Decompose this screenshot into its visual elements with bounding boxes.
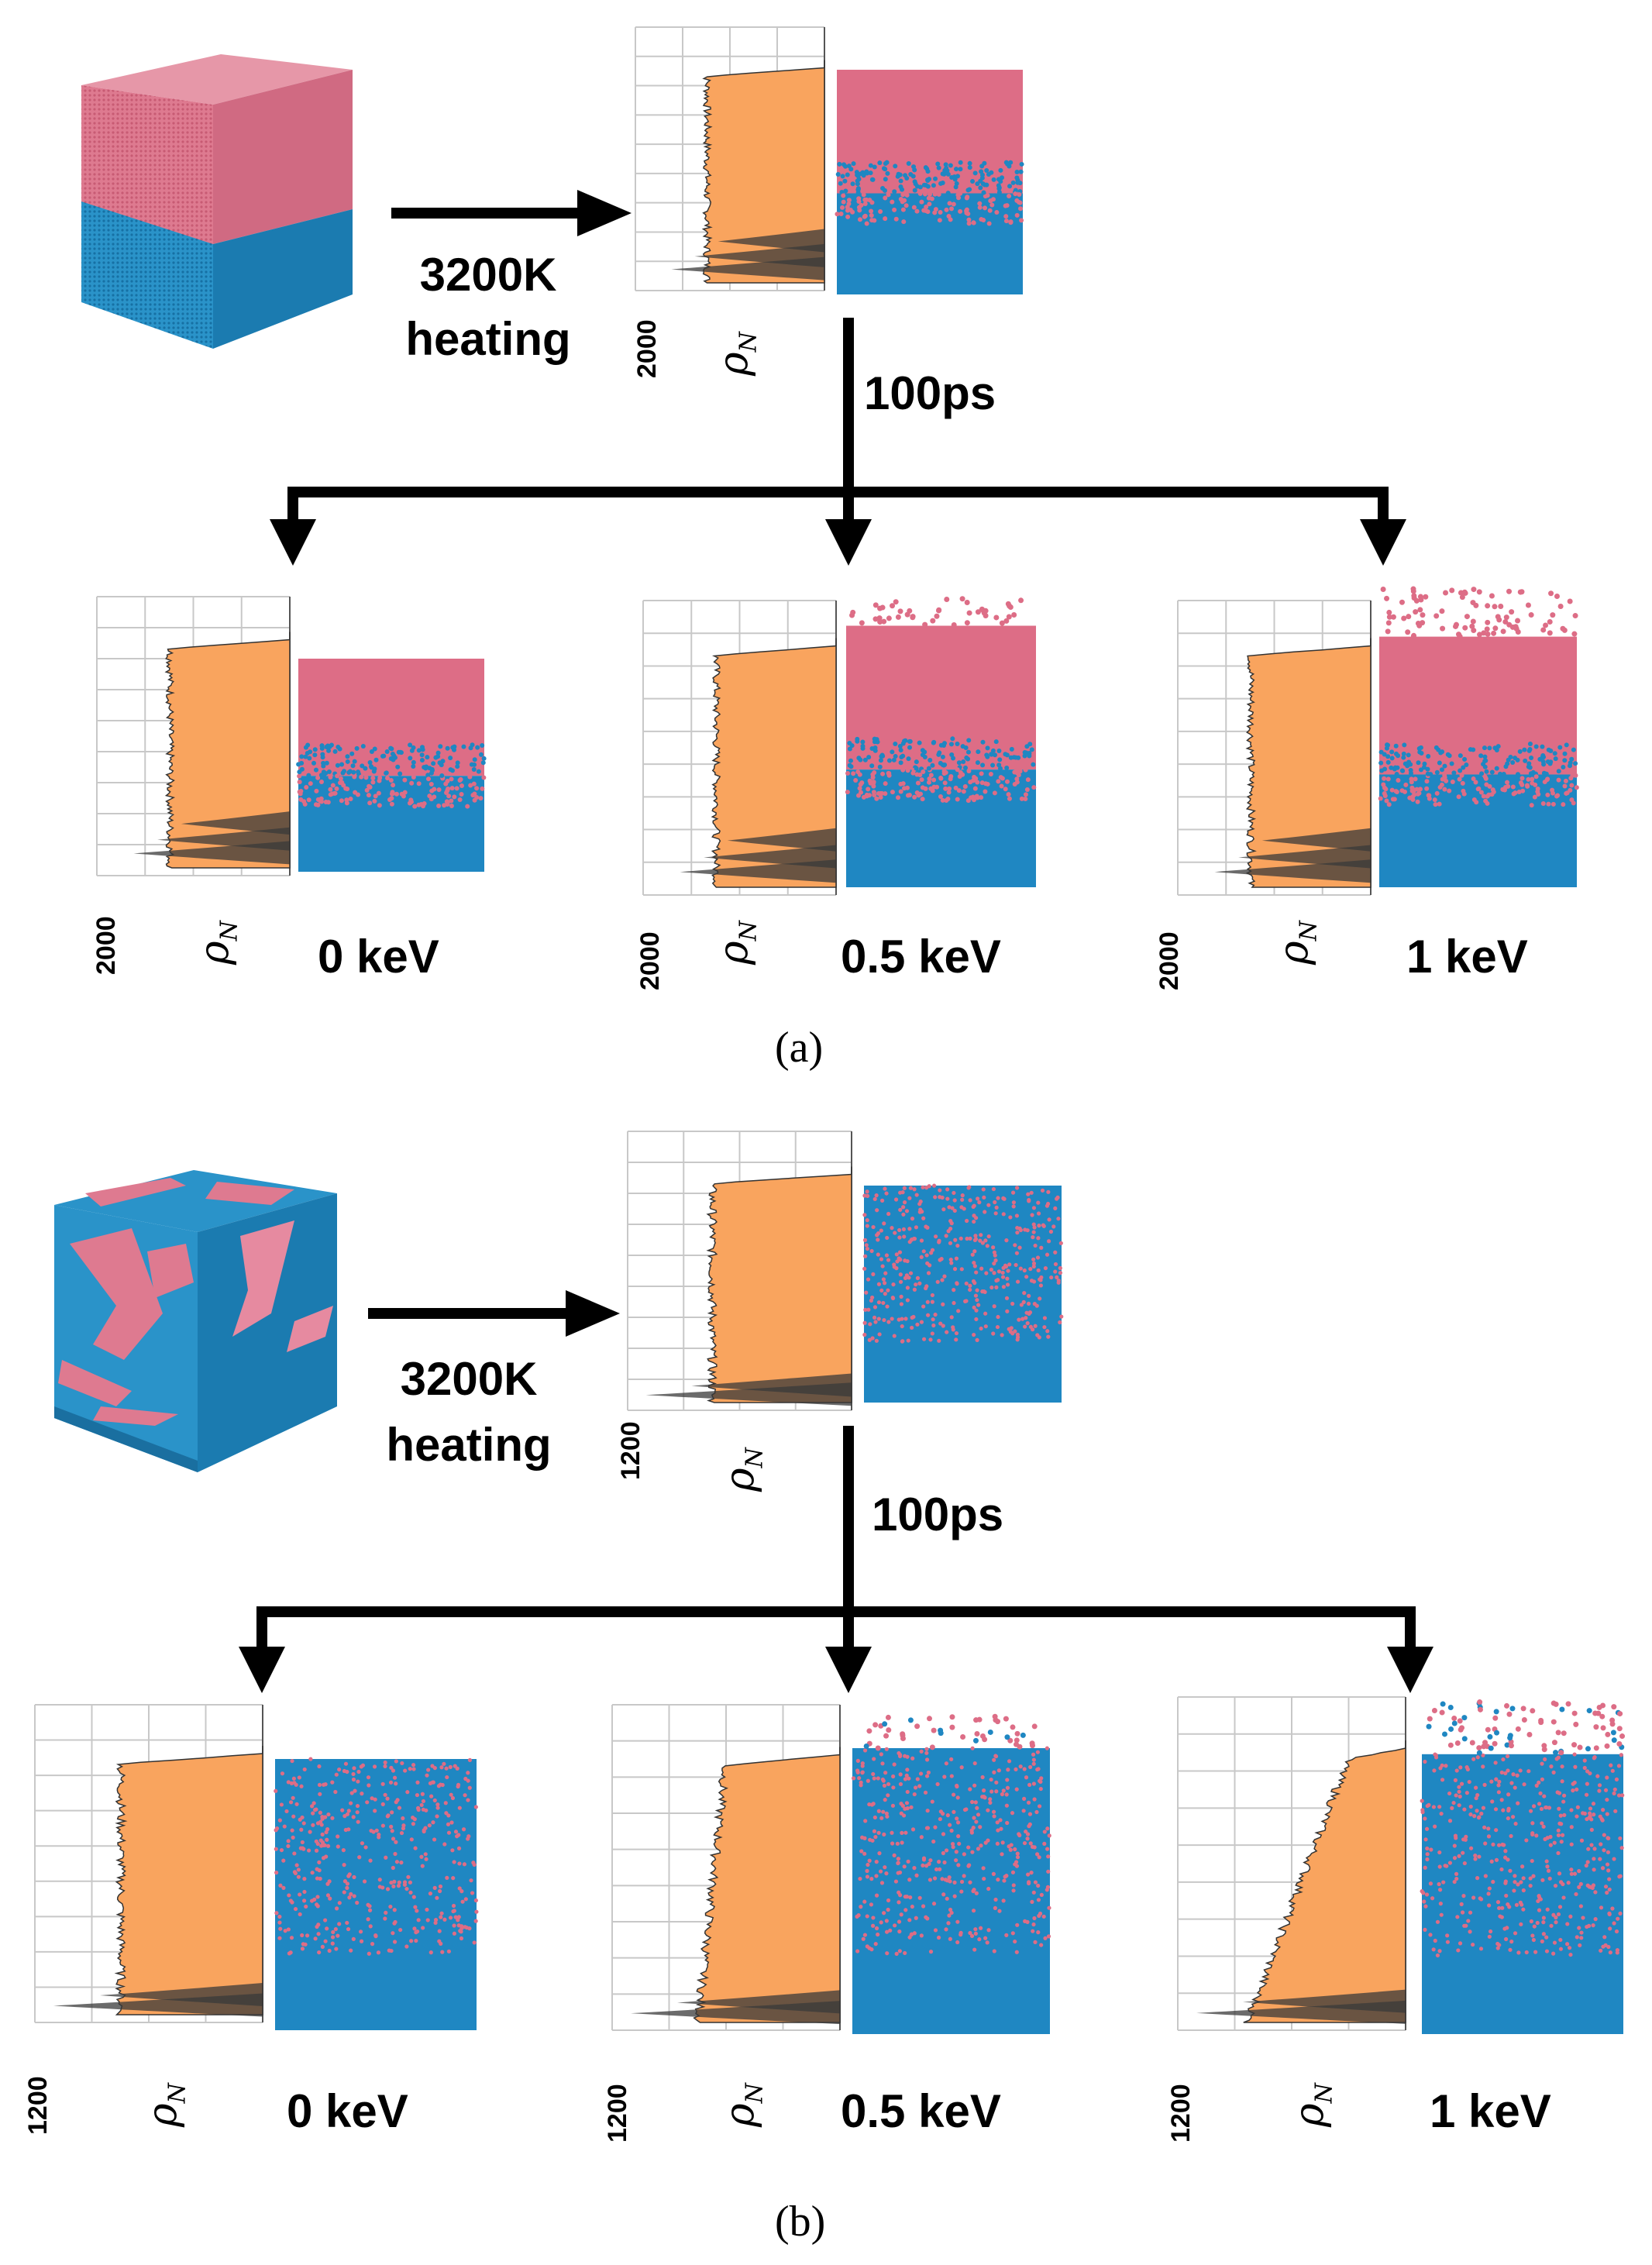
snapshot-05kev-a <box>845 596 1037 887</box>
density-plot-05kev-b <box>611 1704 845 2038</box>
density-plot-1kev-b <box>1177 1696 1410 2038</box>
tick-label-0kev-b: 1200 <box>23 2076 53 2135</box>
tick-label-0kev-a: 2000 <box>91 916 121 975</box>
heating-label-line1-b: 3200K <box>400 1353 538 1405</box>
snapshot-1kev-b <box>1420 1699 1626 2034</box>
snapshot-top-b <box>862 1183 1064 1403</box>
rho-label-1kev-b: ρN <box>1286 2083 1338 2127</box>
rho-label-05kev-a: ρN <box>711 921 762 965</box>
rho-label-05kev-b: ρN <box>717 2083 769 2127</box>
heating-arrow-a <box>391 190 632 236</box>
snapshot-top-a <box>835 70 1024 294</box>
heating-label-line2-a: heating <box>405 313 571 365</box>
rho-label-0kev-a: ρN <box>191 921 243 965</box>
snapshot-0kev-b <box>274 1757 479 2030</box>
cube-patterned-b <box>54 1170 337 1472</box>
energy-label-05kev-b: 0.5 keV <box>841 2085 1001 2137</box>
snapshot-0kev-a <box>296 659 487 872</box>
snapshot-05kev-b <box>851 1713 1051 2034</box>
tick-label-05kev-b: 1200 <box>603 2084 632 2143</box>
energy-label-05kev-a: 0.5 keV <box>841 931 1001 983</box>
caption-a: (a) <box>775 1024 824 1072</box>
density-plot-0kev-b <box>34 1704 267 2030</box>
energy-label-0kev-b: 0 keV <box>287 2085 408 2137</box>
density-plot-top-a <box>635 26 829 298</box>
rho-label-0kev-b: ρN <box>139 2083 191 2127</box>
density-plot-1kev-a <box>1177 600 1375 903</box>
tick-label-1kev-b: 1200 <box>1166 2084 1196 2143</box>
density-plot-0kev-a <box>96 596 294 883</box>
density-plot-05kev-a <box>642 600 841 903</box>
energy-label-1kev-b: 1 keV <box>1430 2085 1551 2137</box>
heating-arrow-b <box>368 1290 620 1337</box>
branch-arrows-b <box>239 1426 1433 1693</box>
time-label-b: 100ps <box>872 1489 1004 1540</box>
cube-layered-a <box>81 54 353 349</box>
time-label-a: 100ps <box>864 367 996 419</box>
energy-label-1kev-a: 1 keV <box>1406 931 1528 983</box>
heating-label-line1-a: 3200K <box>419 249 557 301</box>
heating-label-line2-b: heating <box>386 1419 552 1471</box>
caption-b: (b) <box>775 2198 826 2246</box>
energy-label-0kev-a: 0 keV <box>318 931 439 983</box>
snapshot-1kev-a <box>1378 586 1579 887</box>
tick-label-05kev-a: 2000 <box>635 931 665 990</box>
branch-arrows-a <box>270 318 1406 566</box>
tick-label-1kev-a: 2000 <box>1155 931 1184 990</box>
rho-label-1kev-a: ρN <box>1271 921 1323 965</box>
density-plot-top-b <box>627 1131 856 1418</box>
